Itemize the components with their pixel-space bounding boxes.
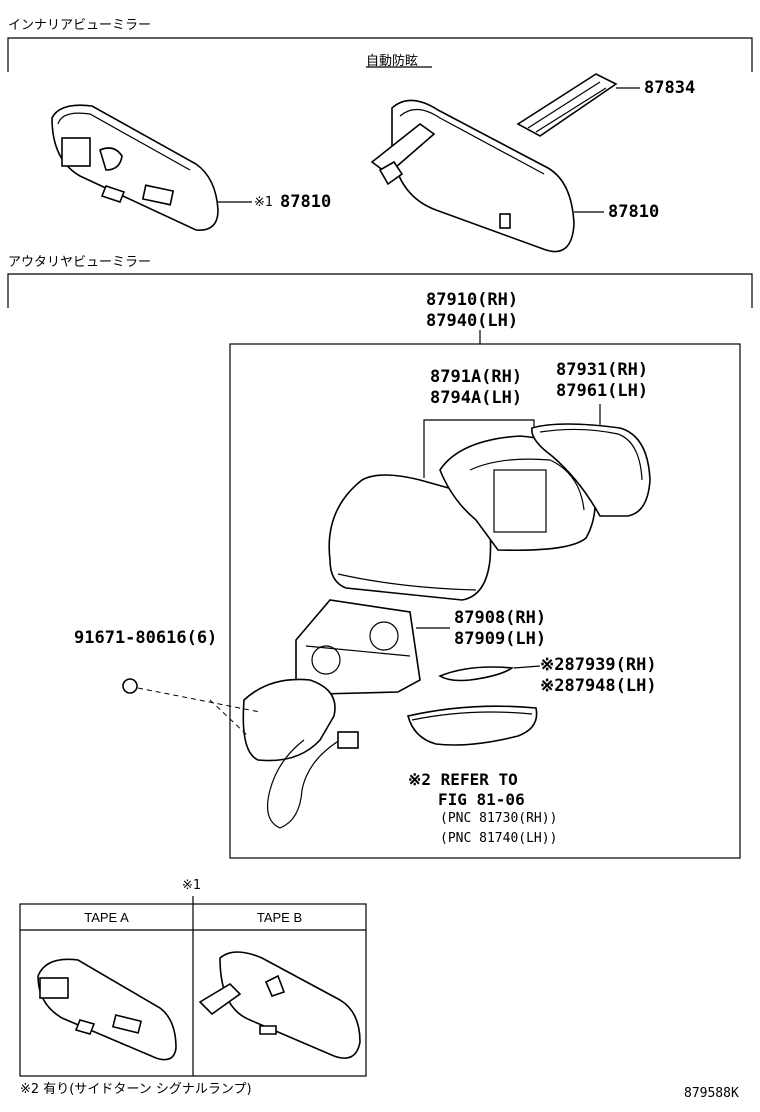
refer-line-3: (PNC 81730(RH)) — [440, 811, 558, 826]
refer-line-1: ※2 REFER TO — [408, 770, 518, 789]
inner-section-bracket — [7, 37, 753, 72]
turn-signal-lamp — [407, 705, 538, 746]
auto-dimming-label: 自動防眩 — [366, 54, 419, 69]
tape-b-mirror — [198, 951, 361, 1059]
screw-91671 — [122, 678, 138, 694]
part-87948[interactable]: ※287948(LH) — [540, 676, 657, 696]
tape-b-header: TAPE B — [256, 910, 303, 925]
part-8794A[interactable]: 8794A(LH) — [430, 388, 523, 408]
turn-signal-lens — [438, 666, 515, 682]
footnote-2: ※2 有り(サイドターン シグナルランプ) — [20, 1082, 252, 1097]
mirror-glass — [531, 423, 651, 517]
part-87908[interactable]: 87908(RH) — [454, 608, 547, 628]
inner-mirror-section-title: インナリアビューミラー — [8, 18, 152, 33]
part-87910[interactable]: 87910(RH) — [426, 290, 519, 310]
screw-dash-1 — [137, 687, 261, 713]
figure-code: 879588K — [684, 1086, 739, 1101]
mirror-frame — [295, 599, 421, 695]
part-91671[interactable]: 91671-80616(6) — [74, 628, 218, 648]
part-87909[interactable]: 87909(LH) — [454, 629, 547, 649]
mirror-base — [242, 678, 359, 829]
part-87810-b[interactable]: 87810 — [608, 202, 660, 222]
outer-section-bracket — [7, 273, 753, 308]
note-87810: ※1 — [254, 195, 273, 210]
tape-table-note: ※1 — [182, 878, 201, 893]
leader-87939 — [513, 665, 541, 669]
tape-a-mirror — [37, 958, 177, 1061]
tape-a-header: TAPE A — [84, 910, 129, 925]
assembly-box — [229, 343, 741, 859]
part-87810-a[interactable]: 87810 — [280, 192, 332, 212]
part-87940[interactable]: 87940(LH) — [426, 311, 519, 331]
part-87834[interactable]: 87834 — [644, 78, 696, 98]
part-87931[interactable]: 87931(RH) — [556, 360, 649, 380]
inner-mirror-right — [370, 99, 575, 253]
part-87939[interactable]: ※287939(RH) — [540, 655, 657, 675]
refer-line-2[interactable]: FIG 81-06 — [438, 790, 525, 809]
part-87961[interactable]: 87961(LH) — [556, 381, 649, 401]
part-8791A[interactable]: 8791A(RH) — [430, 367, 523, 387]
refer-line-4: (PNC 81740(LH)) — [440, 831, 558, 846]
bracket-87834 — [516, 73, 618, 137]
outer-mirror-section-title: アウタリヤビューミラー — [8, 255, 152, 270]
inner-mirror-left — [51, 104, 219, 231]
